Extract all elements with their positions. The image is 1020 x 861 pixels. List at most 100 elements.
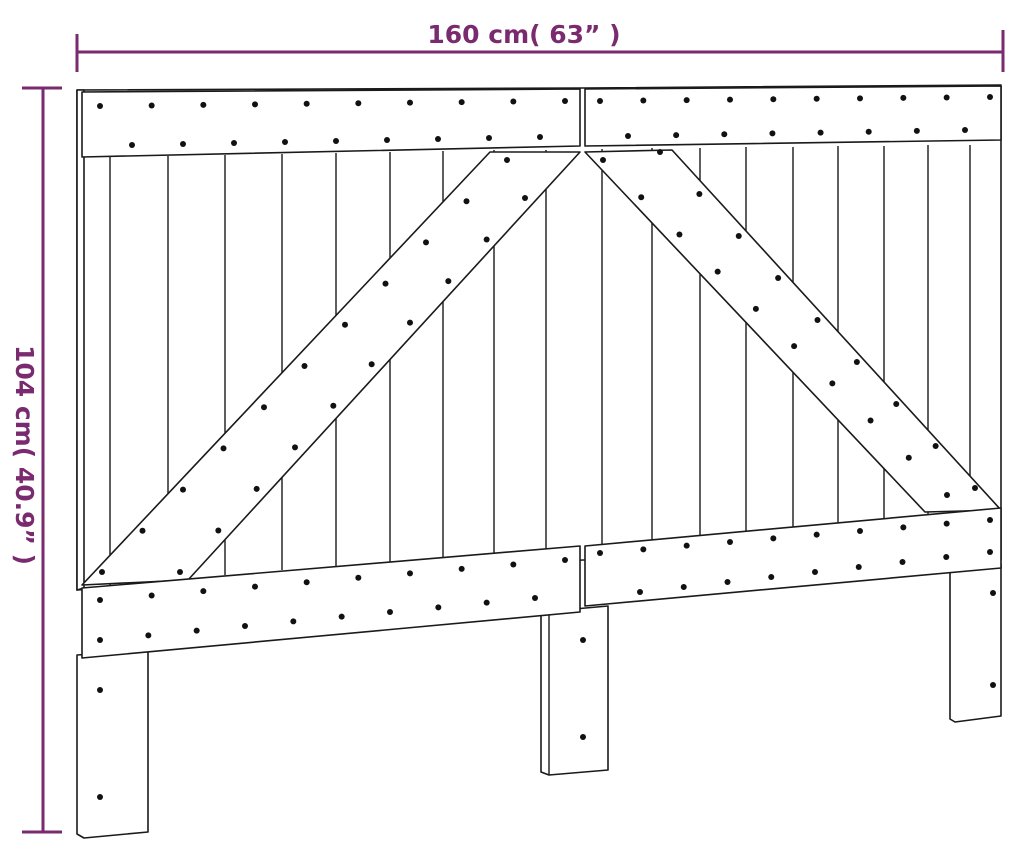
screw-dot — [97, 597, 103, 603]
middle-leg — [540, 605, 609, 776]
screw-dot — [292, 444, 298, 451]
screw-dot — [384, 137, 390, 143]
screw-dot — [962, 127, 968, 133]
screw-dot — [368, 361, 375, 368]
screw-dot — [382, 280, 389, 287]
screw-dot — [857, 95, 863, 102]
screw-dot — [944, 492, 950, 498]
screw-dot — [683, 542, 690, 549]
screw-dot — [987, 517, 993, 523]
screw-dot — [407, 319, 413, 326]
screw-dot — [463, 198, 470, 205]
top-rail-left — [81, 88, 581, 158]
screw-dot — [435, 136, 441, 142]
screw-dot — [855, 564, 862, 570]
headboard — [76, 84, 1002, 839]
screw-dot — [333, 138, 339, 144]
screw-dot — [727, 96, 733, 103]
screw-dot — [231, 140, 237, 146]
screw-dot — [97, 637, 103, 643]
screw-dot — [97, 103, 103, 109]
screw-dots — [97, 94, 996, 800]
screw-dot — [829, 380, 836, 387]
bottom-rail-left — [81, 545, 581, 659]
screw-dot — [905, 454, 912, 461]
screw-dot — [625, 133, 631, 139]
screw-dot — [640, 97, 647, 104]
screw-dot — [987, 94, 993, 100]
height-label: 104 cm( 40.9” ) — [10, 345, 39, 565]
screw-dot — [775, 275, 782, 281]
screw-dot — [990, 590, 996, 596]
screw-dot — [301, 363, 308, 369]
left-leg — [76, 649, 149, 839]
screw-dot — [673, 132, 680, 139]
screw-dot — [680, 584, 687, 590]
screw-dot — [735, 233, 742, 239]
screw-dot — [522, 195, 528, 201]
screw-dot — [483, 599, 490, 606]
screw-dot — [486, 135, 492, 141]
screw-dot — [215, 527, 222, 534]
screw-dot — [943, 554, 950, 560]
screw-dot — [814, 317, 821, 323]
screw-dot — [913, 127, 920, 134]
screw-dot — [714, 268, 721, 275]
screw-dot — [99, 569, 105, 575]
screw-dot — [769, 130, 776, 137]
screw-dot — [483, 236, 490, 243]
screw-dot — [676, 231, 683, 238]
screw-dot — [817, 129, 824, 136]
back-panel-left-edge — [76, 89, 85, 591]
screw-dot — [597, 98, 603, 104]
screw-dot — [770, 535, 777, 542]
screw-dot — [387, 609, 393, 615]
screw-dot — [637, 589, 643, 595]
screw-dot — [242, 623, 248, 629]
screw-dot — [580, 734, 586, 740]
screw-dot — [407, 99, 413, 106]
right-leg — [949, 563, 1002, 723]
screw-dot — [193, 627, 200, 634]
screw-dot — [813, 95, 820, 102]
width-label: 160 cm( 63” ) — [427, 20, 620, 49]
screw-dot — [791, 343, 798, 350]
screw-dot — [752, 305, 759, 312]
screw-dot — [180, 141, 186, 147]
screw-dot — [812, 569, 818, 575]
screw-dot — [600, 157, 606, 163]
screw-dot — [145, 632, 152, 639]
screw-dot — [597, 550, 603, 556]
screw-dot — [303, 579, 310, 586]
screw-dot — [342, 321, 348, 328]
screw-dot — [458, 565, 465, 572]
screw-dot — [683, 97, 690, 104]
screw-dot — [330, 402, 337, 409]
screw-dot — [303, 100, 310, 107]
screw-dot — [139, 527, 146, 534]
screw-dot — [220, 445, 227, 452]
screw-dot — [943, 520, 950, 527]
screw-dot — [638, 194, 645, 201]
screw-dot — [148, 102, 155, 109]
screw-dot — [148, 592, 155, 599]
screw-dot — [423, 239, 429, 246]
screw-dot — [355, 574, 362, 581]
screw-dot — [537, 134, 543, 140]
screw-dot — [562, 98, 568, 104]
screw-dot — [177, 569, 183, 575]
screw-dot — [900, 524, 907, 531]
screw-dot — [97, 794, 103, 800]
screw-dot — [338, 613, 345, 620]
bottom-rail-right — [584, 507, 1002, 607]
height-dimension: 104 cm( 40.9” ) — [10, 86, 62, 834]
screw-dot — [990, 682, 996, 688]
screw-dot — [640, 546, 647, 553]
screw-dot — [504, 157, 510, 163]
screw-dot — [721, 131, 728, 138]
screw-dot — [972, 485, 978, 491]
screw-dot — [532, 595, 538, 601]
screw-dot — [253, 485, 260, 492]
